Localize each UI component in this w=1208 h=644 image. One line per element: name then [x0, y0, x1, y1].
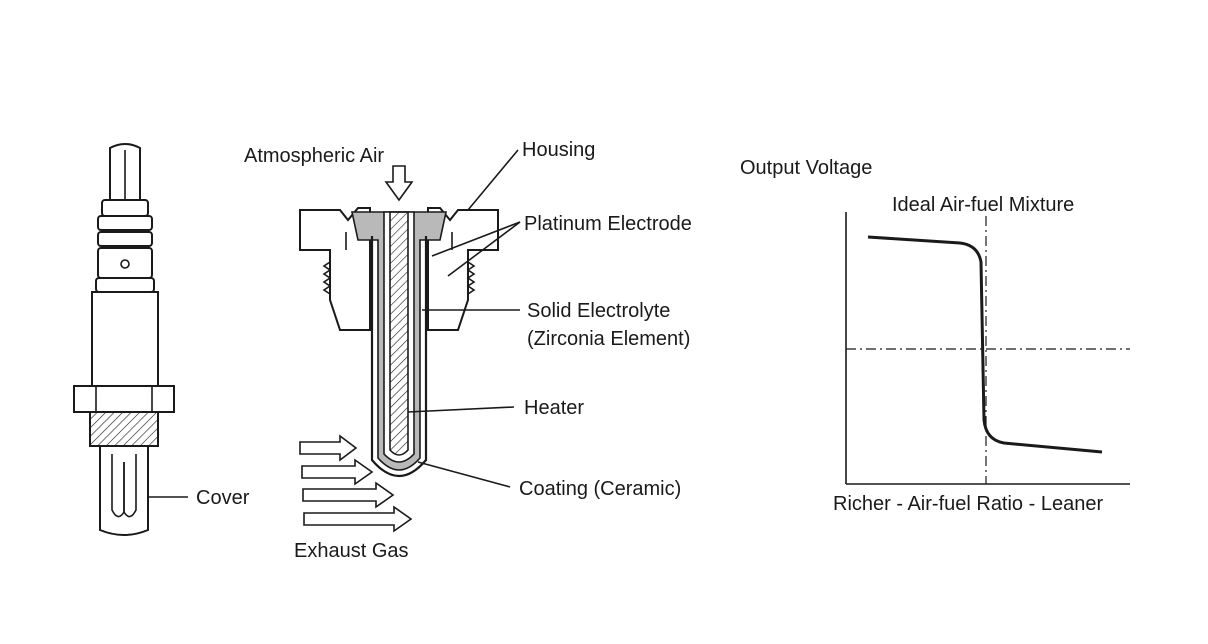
- heater-label: Heater: [524, 397, 584, 419]
- graph-x-axis-label: Richer - Air-fuel Ratio - Leaner: [833, 493, 1103, 515]
- zirconia-element-label: (Zirconia Element): [527, 328, 690, 350]
- sensor-exterior: [73, 143, 188, 536]
- platinum-electrode-label: Platinum Electrode: [524, 213, 692, 235]
- housing-label: Housing: [522, 139, 595, 161]
- graph-y-axis-label: Output Voltage: [740, 157, 872, 179]
- atmospheric-air-label: Atmospheric Air: [244, 145, 384, 167]
- coating-leader: [417, 461, 511, 488]
- exhaust-gas-arrows: [299, 434, 413, 533]
- output-voltage-graph: [845, 212, 1130, 485]
- coating-label: Coating (Ceramic): [519, 478, 681, 500]
- heater-leader: [407, 406, 515, 413]
- platinum-electrode-leader-1: [431, 221, 521, 257]
- output-voltage-curve: [867, 235, 1103, 454]
- housing-leader: [467, 149, 519, 211]
- sensor-cross-section: [299, 149, 521, 533]
- ideal-mixture-label: Ideal Air-fuel Mixture: [892, 194, 1074, 216]
- solid-electrolyte-label: Solid Electrolyte: [527, 300, 670, 322]
- atmospheric-air-arrow: [384, 165, 414, 202]
- cover-label: Cover: [196, 487, 250, 509]
- exhaust-gas-label: Exhaust Gas: [294, 540, 409, 562]
- platinum-electrode-leader-2: [447, 221, 521, 277]
